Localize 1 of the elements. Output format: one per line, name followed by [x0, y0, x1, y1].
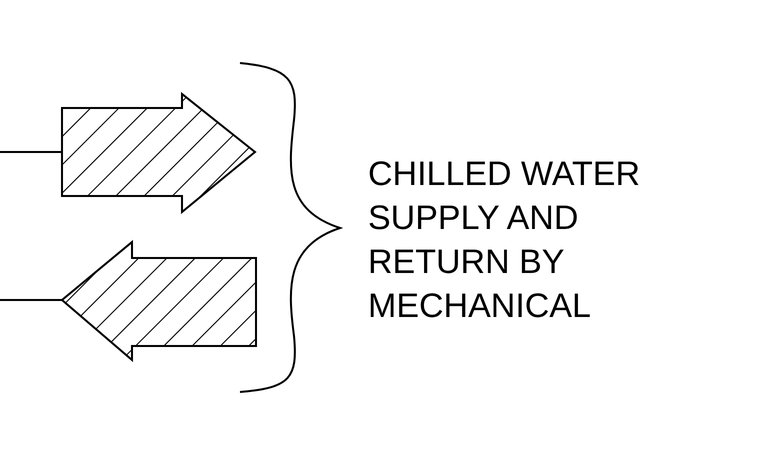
note-text: CHILLED WATER SUPPLY AND RETURN BY MECHANICAL: [368, 154, 642, 327]
